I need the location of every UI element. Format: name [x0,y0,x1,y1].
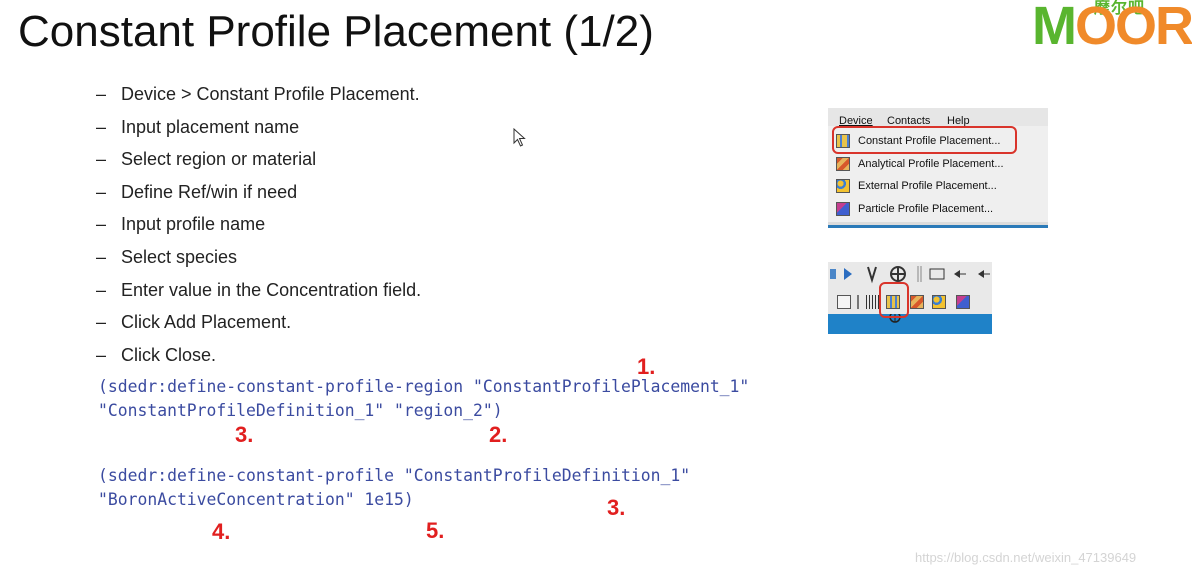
code-line: "BoronActiveConcentration" 1e15) [98,490,414,509]
list-item: –Define Ref/win if need [96,181,298,202]
grid-tool-icon[interactable] [837,295,851,309]
device-menu-screenshot: Device Contacts Help Constant Profile Pl… [828,108,1048,228]
list-item: –Click Close. [96,344,217,365]
toolbar-blue-strip [828,314,992,334]
menu-dropdown: Constant Profile Placement... Analytical… [828,126,1048,222]
code-line: "ConstantProfileDefinition_1" "region_2"… [98,401,503,420]
list-item: –Select species [96,246,238,267]
toolbar-icon [929,268,945,280]
external-profile-icon[interactable] [932,295,946,309]
list-item: –Select region or material [96,149,317,170]
analytical-profile-icon [836,157,850,172]
analytical-profile-icon[interactable] [910,295,924,309]
menu-item-particle-profile[interactable]: Particle Profile Placement... [836,199,993,219]
annotation-number: 1. [637,354,656,379]
toolbar-icon [954,270,960,278]
menu-contacts[interactable]: Contacts [887,115,931,127]
logo-chinese-text: 摩尔吧 [1094,0,1146,17]
list-item: –Enter value in the Concentration field. [96,279,422,300]
annotation-number: 3. [607,495,626,520]
menu-help[interactable]: Help [947,115,970,127]
toolbar-icon [978,270,984,278]
toolbar-top-row [830,266,990,284]
menu-device[interactable]: Device [839,115,873,127]
toolbar-icon [844,268,852,280]
annotation-number: 5. [426,518,445,543]
mouse-cursor-icon [513,128,526,147]
list-item: –Click Add Placement. [96,312,292,333]
menu-item-constant-profile[interactable]: Constant Profile Placement... [836,131,1000,151]
toolbar-highlight-box [879,282,909,318]
menu-bar: Device Contacts Help [828,108,1048,127]
annotation-number: 2. [489,422,508,447]
list-item: –Input placement name [96,116,300,137]
instruction-list: –Device > Constant Profile Placement. –I… [96,82,421,375]
code-line: (sdedr:define-constant-profile "Constant… [98,466,691,485]
bar-tool-icon[interactable] [866,295,880,309]
logo-letters-rest: OORI [1074,0,1192,56]
menu-highlight-box [832,126,1017,154]
constant-profile-icon[interactable] [886,295,900,309]
menu-item-analytical-profile[interactable]: Analytical Profile Placement... [836,154,1004,174]
annotation-number: 4. [212,519,231,544]
menu-item-external-profile[interactable]: External Profile Placement... [836,176,997,196]
toolbar-icon [867,266,877,284]
annotation-number: 3. [235,422,254,447]
particle-profile-icon [836,202,850,217]
slide-title: Constant Profile Placement (1/2) [18,7,654,56]
code-line: (sdedr:define-constant-profile-region "C… [98,377,750,396]
list-item: –Input profile name [96,214,266,235]
particle-profile-icon[interactable] [956,295,970,309]
logo-letter-m: M [1032,0,1077,56]
watermark-url: https://blog.csdn.net/weixin_47139649 [915,550,1137,565]
moorebar-logo: 摩尔吧 MOORI [1032,0,1192,54]
constant-profile-icon [836,134,850,149]
toolbar-icon [830,269,836,279]
list-item: –Device > Constant Profile Placement. [96,84,420,104]
external-profile-icon [836,179,850,194]
separator [857,295,859,309]
toolbar-screenshot [828,262,992,334]
